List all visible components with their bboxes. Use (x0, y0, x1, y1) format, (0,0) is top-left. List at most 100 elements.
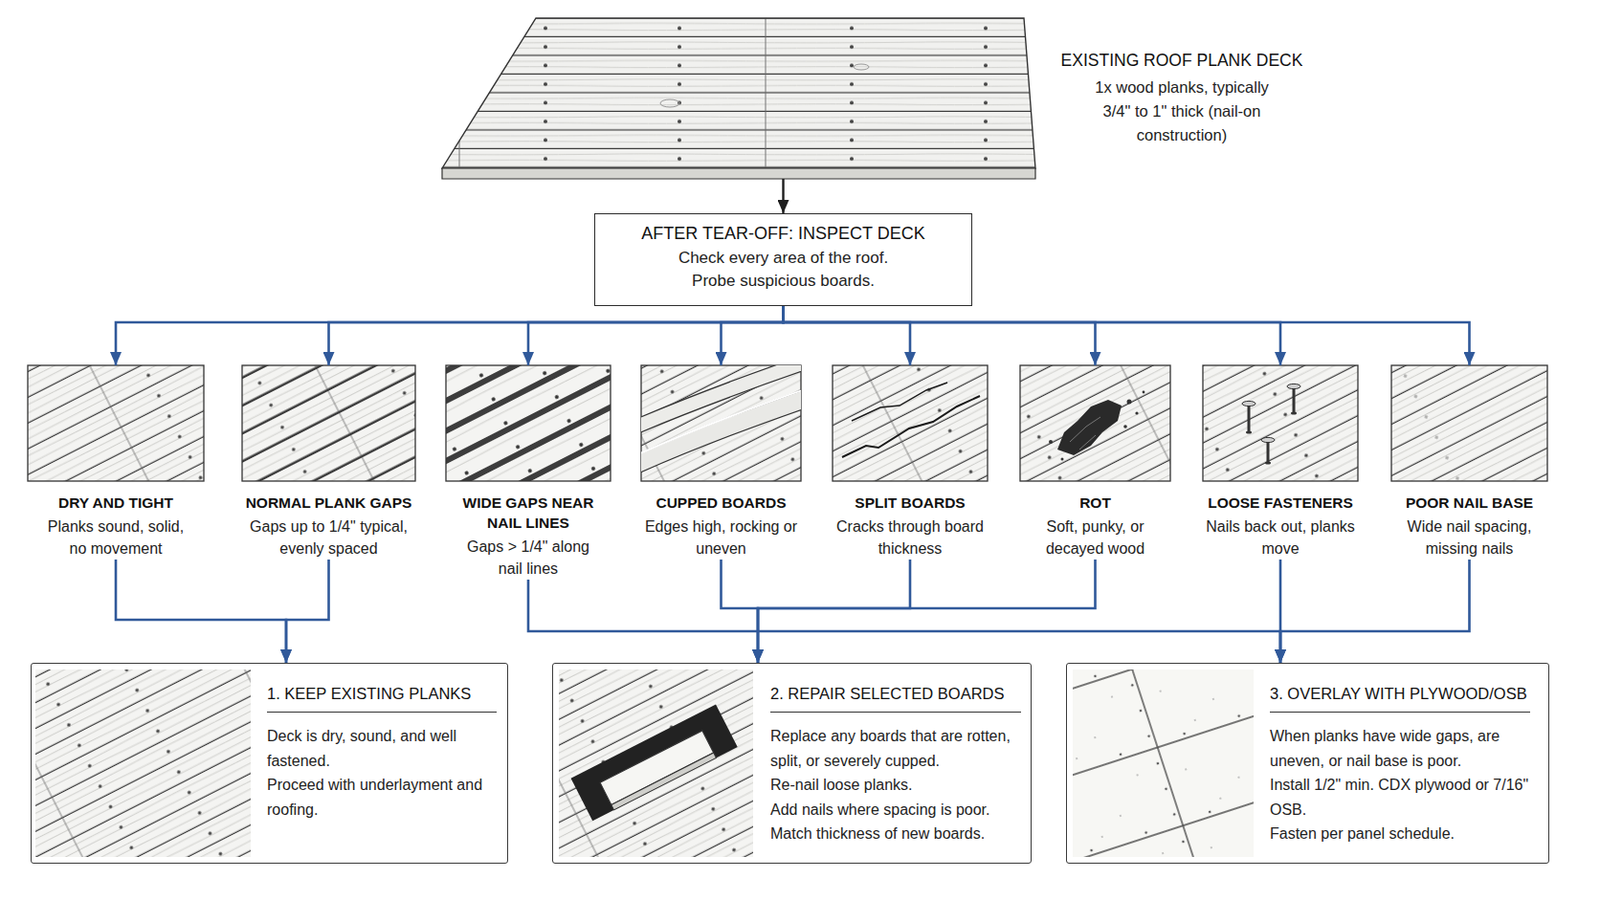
body-text: Fasten per panel schedule. (1269, 822, 1531, 847)
heading-text: SPLIT BOARDS (816, 492, 1004, 513)
art-shape (611, 753, 717, 811)
cond-node: CUPPED BOARDSEdges high, rocking or unev… (627, 365, 816, 560)
inspect-node: AFTER TEAR-OFF: INSPECT DECKCheck every … (594, 213, 973, 307)
art-shape (1069, 417, 1101, 450)
connector (721, 559, 759, 664)
art-shape (1127, 400, 1133, 405)
illustration-slot (235, 365, 423, 482)
art-shape (242, 365, 416, 482)
cond-node: POOR NAIL BASEWide nail spacing, missing… (1376, 365, 1564, 560)
art-shape (1202, 365, 1358, 482)
art-shape (1266, 440, 1270, 464)
art-shape (445, 365, 611, 482)
art-shape (1261, 437, 1275, 443)
art-shape (1061, 458, 1065, 462)
heading-text: WIDE GAPS NEAR NAIL LINES (449, 492, 608, 534)
art-shape (1247, 403, 1251, 433)
body-text: Re-nail loose planks. (770, 773, 1022, 799)
rot-damage (1048, 391, 1145, 462)
connector (329, 306, 784, 366)
body-text: Replace any boards that are rotten, spli… (770, 724, 1022, 774)
cond-node: SPLIT BOARDSCracks through board thickne… (816, 365, 1004, 560)
body-text: Deck is dry, sound, and well fastened. (266, 724, 497, 774)
illustration-slot (816, 365, 1004, 482)
connector (115, 559, 287, 664)
heading-text: NORMAL PLANK GAPS (235, 492, 423, 513)
out-node: 3. OVERLAY WITH PLYWOOD/OSB When planks h… (1066, 663, 1550, 865)
heading-text: EXISTING ROOF PLANK DECK (1047, 48, 1316, 72)
art-shape (660, 99, 680, 108)
heading-text: AFTER TEAR-OFF: INSPECT DECK (606, 222, 960, 245)
illustration-slot (627, 365, 816, 482)
body-text: Gaps > 1/4" along nail lines (461, 535, 596, 580)
connector (783, 306, 1282, 366)
outcome-illustrations (35, 669, 1254, 858)
art-shape (571, 704, 738, 822)
heading-text: 3. OVERLAY WITH PLYWOOD/OSB (1269, 683, 1531, 713)
illustration-slot (434, 365, 623, 482)
body-text: 1x wood planks, typically 3/4" to 1" thi… (1086, 75, 1278, 148)
text-group: 1. KEEP EXISTING PLANKSDeck is dry, soun… (266, 683, 497, 823)
heading-text: DRY AND TIGHT (22, 492, 210, 513)
art-shape (641, 365, 801, 437)
connector (1280, 559, 1470, 664)
art-shape (558, 669, 754, 858)
connector (783, 306, 1096, 366)
connector (783, 306, 912, 366)
art-shape (1123, 424, 1128, 429)
art-shape (442, 18, 1036, 169)
art-shape (1242, 400, 1256, 406)
art-shape (1292, 386, 1296, 414)
art-shape (442, 168, 1036, 179)
connector (115, 306, 784, 366)
cond-node: NORMAL PLANK GAPSGaps up to 1/4" typical… (235, 365, 423, 560)
out-node: 1. KEEP EXISTING PLANKSDeck is dry, soun… (30, 663, 509, 865)
body-text: Planks sound, solid, no movement (39, 515, 193, 560)
cond-node: ROTSoft, punky, or decayed wood (1001, 365, 1190, 560)
art-shape (27, 365, 204, 482)
art-shape (1048, 440, 1053, 445)
heading-text: ROT (1001, 492, 1190, 513)
illustration-slot (1186, 365, 1375, 482)
heading-text: 2. REPAIR SELECTED BOARDS (770, 683, 1022, 713)
art-shape (1134, 411, 1138, 415)
art-shape (1142, 391, 1146, 395)
body-text: Cracks through board thickness (833, 515, 987, 560)
body-text: Proceed with underlayment and roofing. (266, 773, 497, 823)
deck-node: EXISTING ROOF PLANK DECK1x wood planks, … (442, 14, 1036, 179)
body-text: Check every area of the roof. Probe susp… (663, 246, 905, 293)
text-group: 2. REPAIR SELECTED BOARDS Replace any boa… (770, 683, 1022, 847)
cupped-boards (641, 365, 801, 477)
connector (528, 306, 784, 366)
illustration-slot (1376, 365, 1564, 482)
text-group: 3. OVERLAY WITH PLYWOOD/OSB When planks h… (1269, 683, 1531, 847)
art-shape (842, 396, 980, 458)
split-cracks (842, 382, 980, 458)
heading-text: LOOSE FASTENERS (1186, 492, 1375, 513)
text-group: EXISTING ROOF PLANK DECK 1x wood planks, … (1047, 48, 1316, 148)
deck-illustration (442, 18, 1036, 179)
art-shape (571, 704, 738, 822)
art-shape (853, 64, 869, 70)
connector (757, 559, 911, 664)
connector (286, 559, 330, 664)
out-node: 2. REPAIR SELECTED BOARDS Replace any boa… (552, 663, 1032, 865)
body-text: Wide nail spacing, missing nails (1393, 515, 1547, 560)
body-text: Edges high, rocking or uneven (644, 515, 799, 560)
art-shape (851, 382, 948, 422)
heading-text: CUPPED BOARDS (627, 492, 816, 513)
art-shape (1287, 383, 1301, 389)
connector (528, 579, 1281, 664)
body-text: Install 1/2" min. CDX plywood or 7/16" O… (1269, 773, 1531, 823)
art-shape (571, 704, 738, 822)
art-shape (1391, 365, 1548, 482)
art-shape (1020, 365, 1171, 482)
art-shape (832, 365, 988, 482)
body-text: Add nails where spacing is poor. (770, 798, 1022, 823)
body-text: Gaps up to 1/4" typical, evenly spaced (243, 515, 416, 560)
cond-node: WIDE GAPS NEAR NAIL LINESGaps > 1/4" alo… (434, 365, 623, 580)
loose-nails (1242, 383, 1301, 465)
art-shape (35, 669, 251, 858)
body-text: When planks have wide gaps, are uneven, … (1269, 724, 1531, 774)
